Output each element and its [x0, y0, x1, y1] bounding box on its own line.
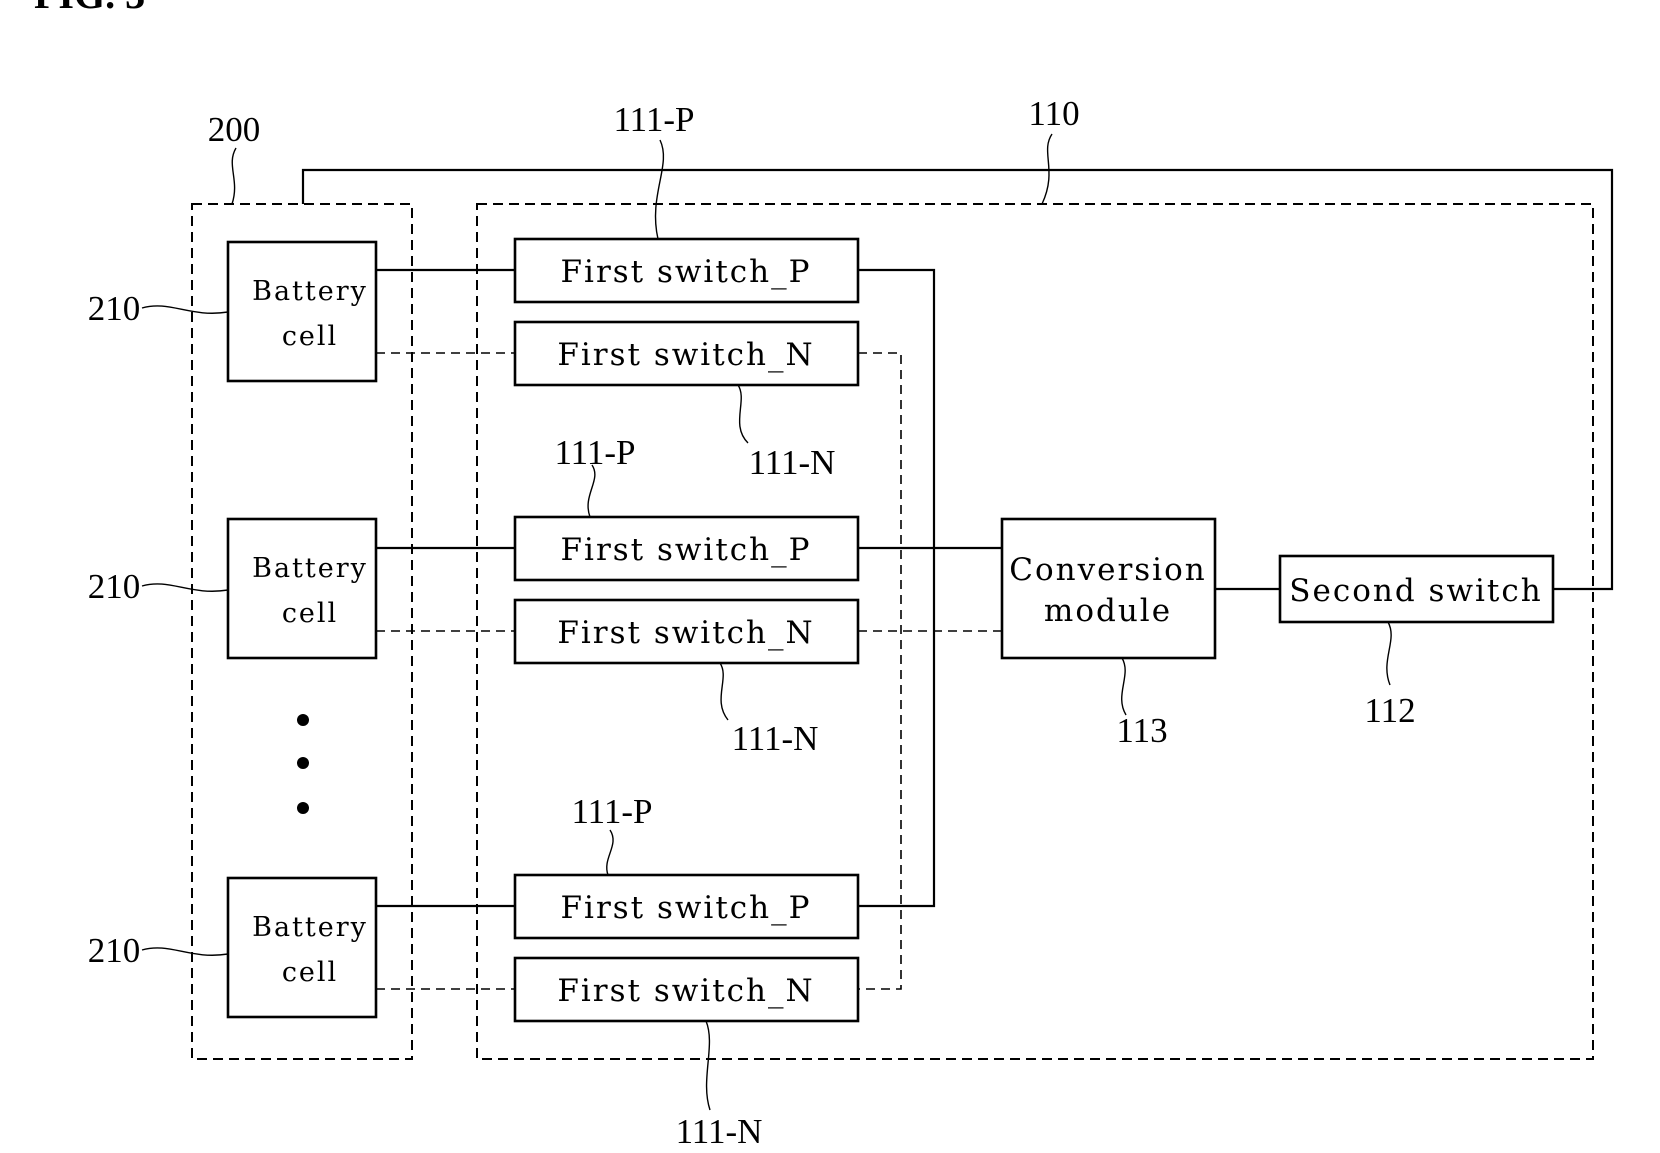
switch-label: First switch_N: [557, 973, 814, 1009]
leader-113: [1122, 658, 1126, 715]
ref-numeral-210: 210: [88, 289, 141, 328]
p-bus-wire: [858, 270, 934, 906]
battery-cell-3: Battery cell: [228, 878, 376, 1017]
first-switch-p-2: First switch_P: [515, 517, 858, 580]
battery-cell-1: Battery cell: [228, 242, 376, 381]
conversion-label-line1: Conversion: [1009, 552, 1206, 588]
leader-210-2: [142, 584, 228, 591]
ref-numeral-113: 113: [1116, 711, 1167, 750]
ref-numeral-210: 210: [88, 931, 141, 970]
first-switch-n-2: First switch_N: [515, 600, 858, 663]
ref-numeral-210: 210: [88, 567, 141, 606]
switch-label: First switch_P: [561, 890, 812, 926]
ref-numeral-200: 200: [208, 110, 261, 149]
ref-numeral-112: 112: [1364, 691, 1415, 730]
ref-numeral-111n: 111-N: [749, 443, 836, 482]
second-switch: Second switch: [1280, 556, 1553, 622]
first-switch-p-3: First switch_P: [515, 875, 858, 938]
conversion-label-line2: module: [1044, 593, 1172, 629]
second-switch-label: Second switch: [1289, 573, 1542, 609]
leader-111p-1: [655, 140, 663, 239]
leader-210-3: [142, 948, 228, 955]
ref-numeral-111n: 111-N: [676, 1112, 763, 1151]
battery-cell-label-line1: Battery: [252, 912, 368, 943]
switch-label: First switch_N: [557, 337, 814, 373]
ellipsis-dot: [297, 757, 309, 769]
battery-cell-label-line2: cell: [282, 957, 338, 988]
ellipsis-dot: [297, 802, 309, 814]
switch-label: First switch_P: [561, 254, 812, 290]
switch-label: First switch_N: [557, 615, 814, 651]
n-bus-wire: [858, 353, 901, 989]
figure-label: FIG. 3: [34, 0, 145, 17]
leader-210-1: [142, 306, 228, 313]
battery-cell-2: Battery cell: [228, 519, 376, 658]
ref-numeral-111n: 111-N: [732, 719, 819, 758]
battery-cell-label-line1: Battery: [252, 553, 368, 584]
leader-200: [232, 148, 236, 204]
leader-111p-2: [588, 465, 595, 517]
first-switch-n-3: First switch_N: [515, 958, 858, 1021]
first-switch-n-1: First switch_N: [515, 322, 858, 385]
ref-numeral-111p: 111-P: [571, 792, 652, 831]
feedback-wire: [303, 170, 1612, 589]
leader-111n-1: [738, 385, 748, 443]
ref-numeral-110: 110: [1028, 94, 1079, 133]
ellipsis-dot: [297, 714, 309, 726]
leader-111n-3: [706, 1021, 710, 1110]
ref-numeral-111p: 111-P: [554, 433, 635, 472]
battery-cell-label-line2: cell: [282, 598, 338, 629]
leader-111n-2: [720, 663, 728, 720]
battery-cell-label-line2: cell: [282, 321, 338, 352]
leader-112: [1387, 622, 1391, 685]
switch-label: First switch_P: [561, 532, 812, 568]
conversion-module: Conversion module: [1002, 519, 1215, 658]
battery-cell-label-line1: Battery: [252, 276, 368, 307]
leader-111p-3: [607, 830, 613, 875]
first-switch-p-1: First switch_P: [515, 239, 858, 302]
ref-numeral-111p: 111-P: [613, 100, 694, 139]
